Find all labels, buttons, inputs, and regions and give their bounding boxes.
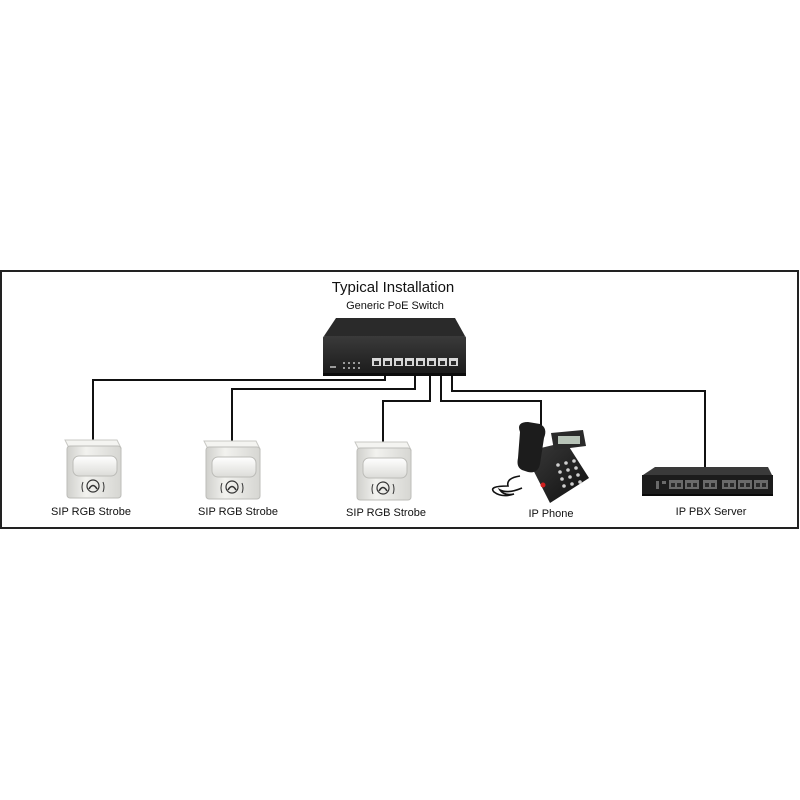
strobe-1-label: SIP RGB Strobe [51,506,131,518]
switch-label: Generic PoE Switch [346,300,444,312]
diagram-frame [0,270,799,529]
strobe-3-icon [354,441,412,501]
ip-phone-label: IP Phone [528,508,574,520]
pbx-server-icon [642,467,773,496]
cable-pbx [451,373,706,468]
cable-strobe-3 [382,373,431,442]
poe-switch-icon [323,318,466,376]
strobe-2-label: SIP RGB Strobe [198,506,278,518]
diagram-title: Typical Installation [331,279,455,296]
ip-phone-icon [491,422,589,503]
cable-phone [440,373,542,428]
strobe-1-icon [64,439,122,499]
pbx-server-label: IP PBX Server [675,506,747,518]
cable-strobe-1 [92,373,386,440]
strobe-2-icon [203,440,261,500]
cable-strobe-2 [231,373,416,441]
cables [92,373,706,468]
strobe-3-label: SIP RGB Strobe [346,507,426,519]
